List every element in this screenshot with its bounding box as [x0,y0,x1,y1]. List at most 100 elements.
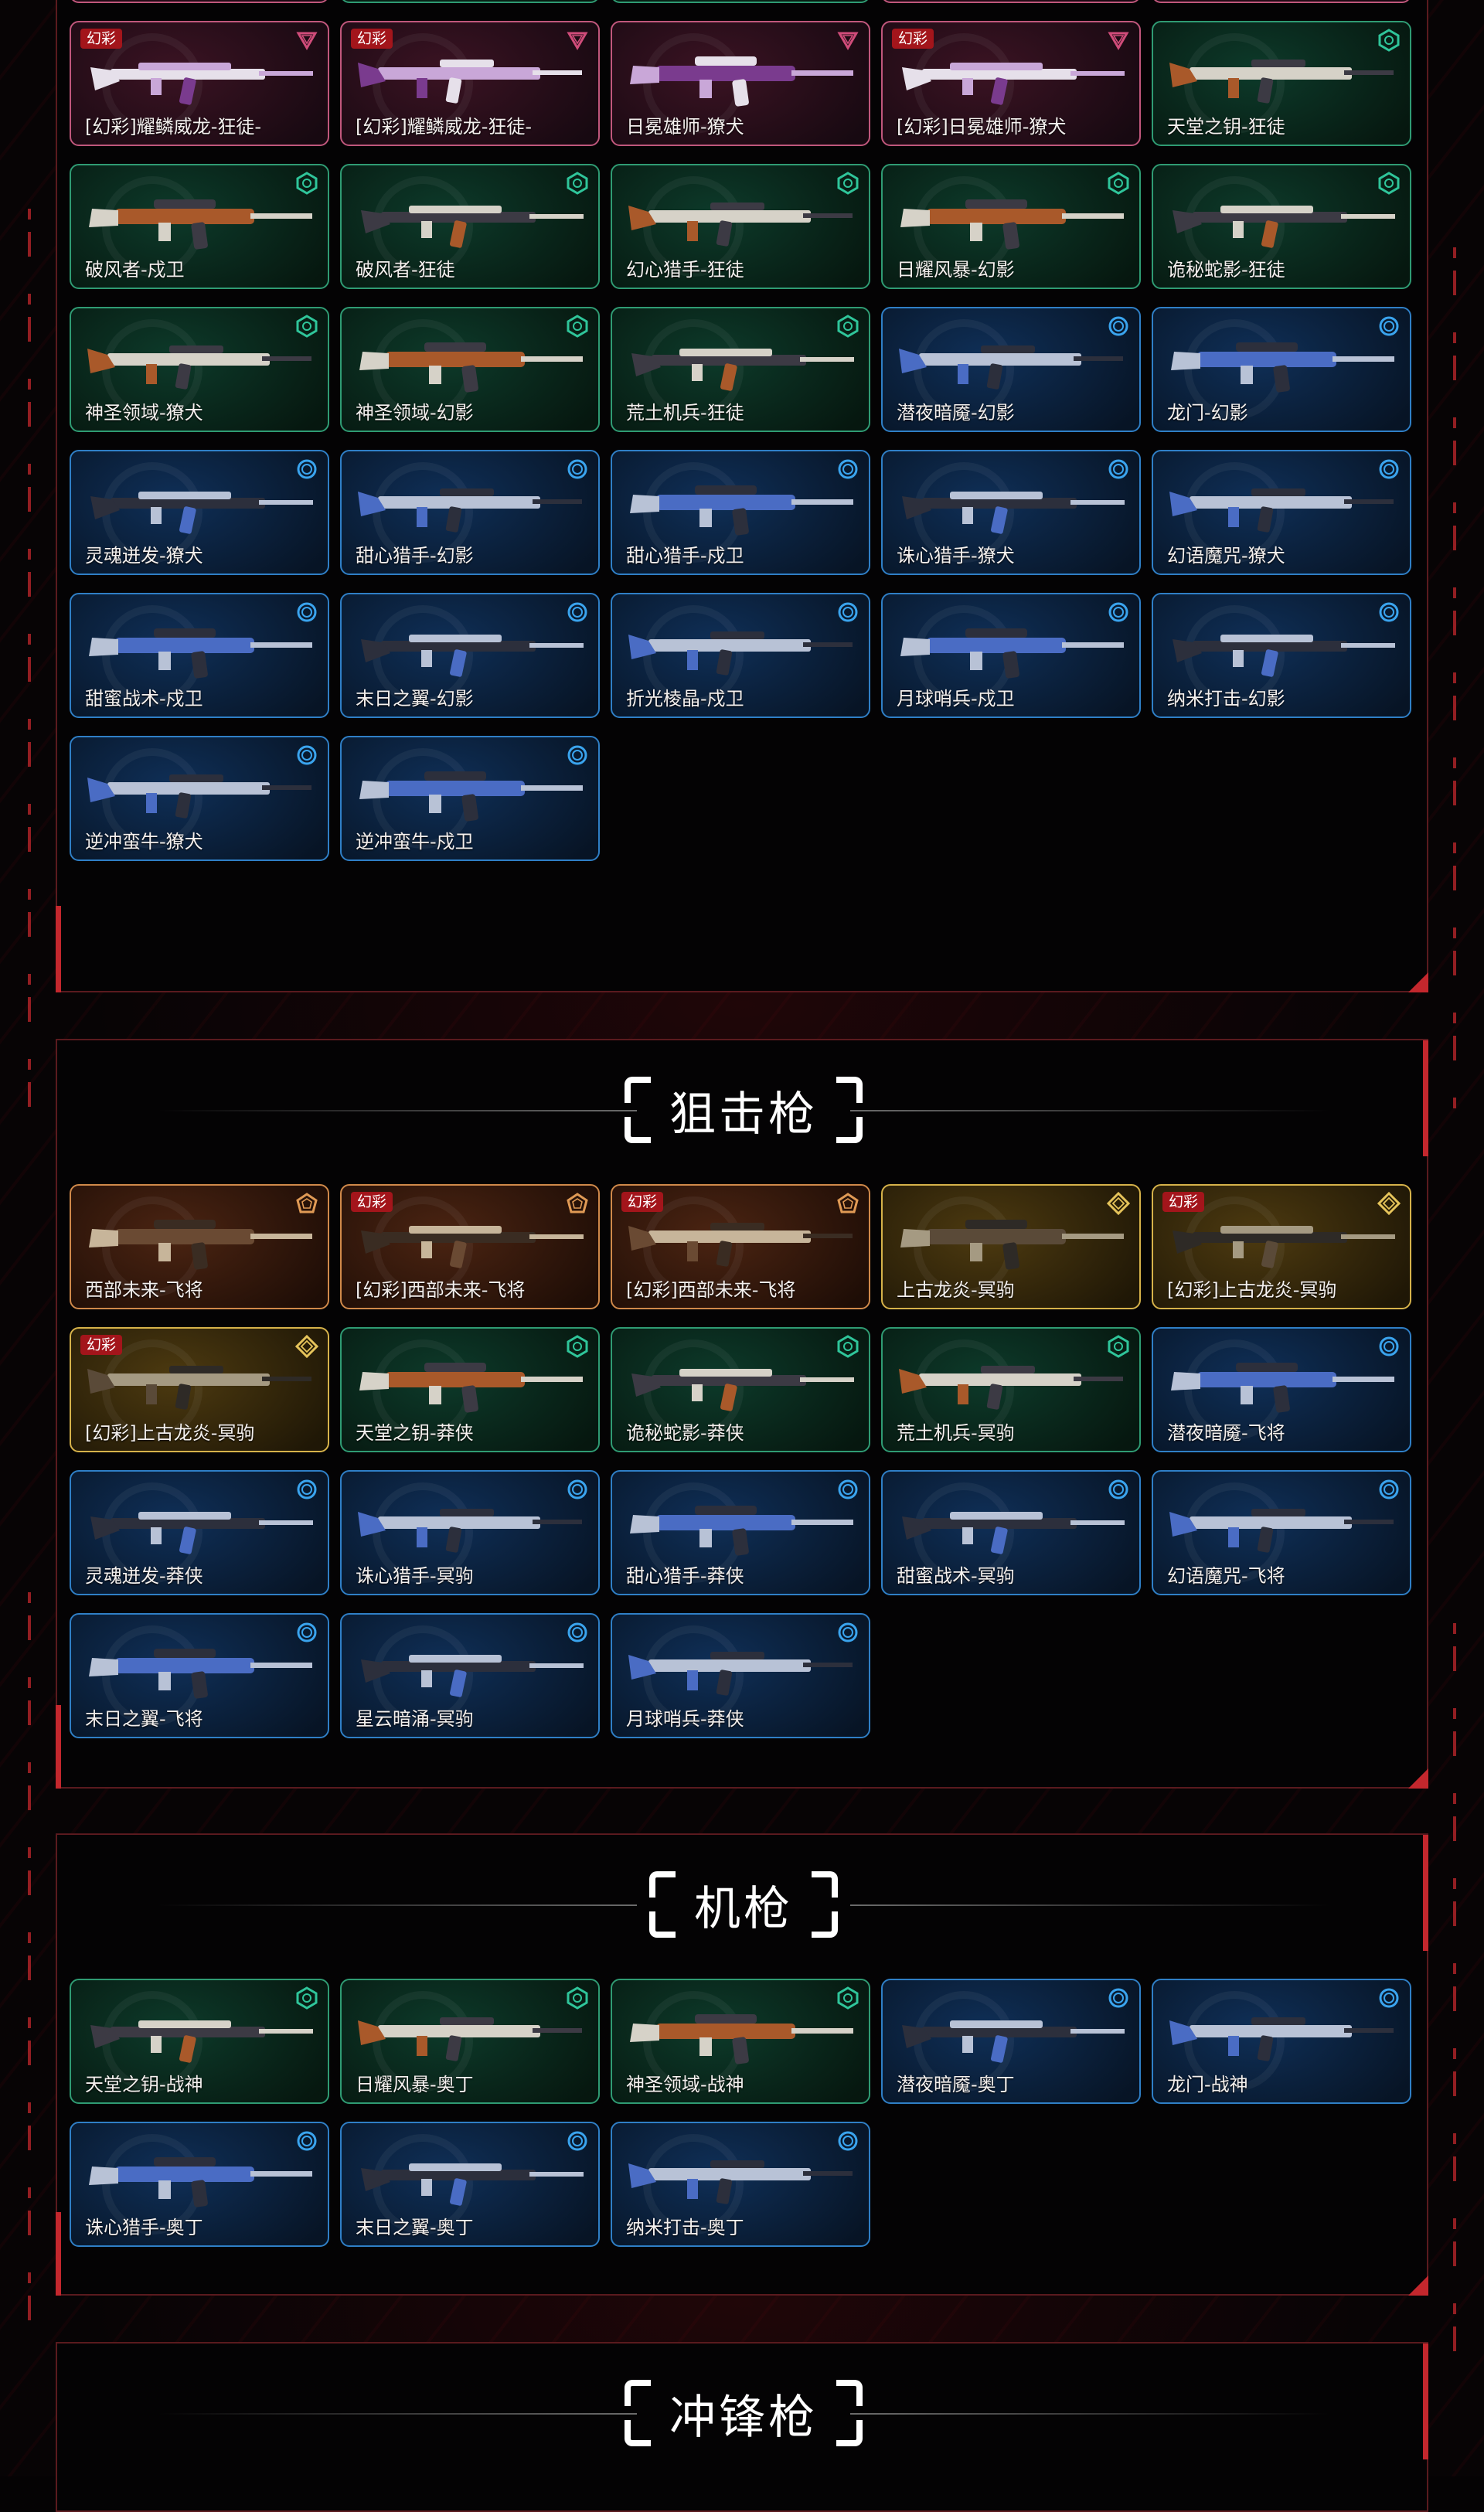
skin-card[interactable]: 日耀风暴-幻影 [881,164,1141,289]
skin-card[interactable]: 荒土机兵-冥驹 [881,1327,1141,1452]
weapon-image [630,2014,853,2064]
heading-divider-right [850,1904,1329,1906]
skin-card[interactable]: 龙门-幻影 [1152,307,1411,432]
skin-card[interactable]: 潜夜暗魇-幻影 [881,307,1141,432]
skin-card[interactable]: 纳米打击-奥丁 [611,2122,870,2247]
skin-card[interactable]: 荒土机兵-狂徒 [611,307,870,432]
circle-tier-icon [838,602,858,622]
skin-card[interactable]: 甜蜜战术-戍卫 [70,593,329,718]
skin-card[interactable]: [幻彩]盖亚的复仇-戍卫 [340,0,600,3]
heading-bracket-frame: 机枪 [649,1871,838,1938]
skin-card[interactable]: [幻彩]盖亚的复仇-戍卫 [611,0,870,3]
skin-card[interactable]: 龙门-战神 [1152,1979,1411,2104]
weapon-image [358,2017,582,2061]
skin-card[interactable]: 潜夜暗魇-奥丁 [881,1979,1141,2104]
skin-card-label: 潜夜暗魇-飞将 [1167,1422,1285,1444]
pentagon-tier-icon [567,1193,588,1213]
weapon-image [900,199,1124,250]
skin-card[interactable]: 幻彩[幻彩]上古龙炎-冥驹 [1152,1184,1411,1309]
skin-card[interactable]: 天堂之钥-战神 [70,1979,329,2104]
skin-card[interactable]: 末日之翼-幻影 [340,593,600,718]
skin-card[interactable]: 折光棱晶-戍卫 [611,593,870,718]
skin-card[interactable]: 天堂之钥-莽侠 [340,1327,600,1452]
circle-tier-icon [1379,1988,1399,2008]
skin-card-label: 月球哨兵-莽侠 [626,1708,744,1730]
skin-card[interactable]: 潜夜暗魇-飞将 [1152,1327,1411,1452]
skin-card[interactable]: 破风者-戍卫 [70,164,329,289]
skin-card[interactable]: 纳米打击-幻影 [1152,593,1411,718]
section-heading: 机枪 [57,1866,1430,1943]
weapon-image [89,1649,312,1699]
skin-card-label: 纳米打击-幻影 [1167,688,1285,710]
skin-card-label: 星云暗涌-冥驹 [356,1708,474,1730]
sniper-section-panel: 狙击枪 西部未来-飞将 幻彩[幻彩]西部未来-飞将 幻彩[幻彩]西部未来-飞将 … [56,1039,1428,1789]
skin-card[interactable]: 月球哨兵-莽侠 [611,1613,870,1738]
section-heading: 狙击枪 [57,1071,1430,1149]
weapon-image [628,631,853,676]
weapon-image [361,1655,584,1697]
skin-card[interactable]: 幻彩[幻彩]上古龙炎-冥驹 [70,1327,329,1452]
skin-card[interactable]: 幻彩[幻彩]耀鳞威龙-狂徒- [70,21,329,146]
skin-card[interactable]: 天堂之钥-狂徒 [1152,21,1411,146]
skin-card[interactable]: 末日之翼-奥丁 [340,2122,600,2247]
skin-card-label: 潜夜暗魇-奥丁 [897,2074,1015,2095]
skin-card[interactable]: 幻语魔咒-獠犬 [1152,450,1411,575]
hexagon-tier-icon [567,1335,588,1358]
skin-card[interactable]: 幻彩[幻彩]耀鳞威龙-狂徒- [340,21,600,146]
weapon-image [358,60,582,104]
hexagon-tier-icon [1378,29,1400,52]
skin-card[interactable]: 月球哨兵-戍卫 [881,593,1141,718]
skin-card[interactable]: 幻彩[幻彩]西部未来-飞将 [611,1184,870,1309]
skin-card[interactable]: 盖亚的复仇-戍卫 [70,0,329,3]
triangle-tier-icon [296,32,318,50]
skin-card[interactable]: 逆冲蛮牛-戍卫 [340,736,600,861]
skin-card[interactable]: 甜心猎手-幻影 [340,450,600,575]
skin-card[interactable]: 日冕雄师-獠犬 [611,21,870,146]
skin-card[interactable]: [幻彩]耀鳞威龙-狂徒- [1152,0,1411,3]
skin-card[interactable]: 甜蜜战术-冥驹 [881,1470,1141,1595]
weapon-image [902,492,1125,534]
skin-card-label: 天堂之钥-莽侠 [356,1422,474,1444]
hexagon-tier-icon [837,315,859,338]
skin-card[interactable]: 甜心猎手-戍卫 [611,450,870,575]
skin-card[interactable]: 灵魂迸发-莽侠 [70,1470,329,1595]
skin-card[interactable]: 诛心猎手-獠犬 [881,450,1141,575]
skin-card[interactable]: 诛心猎手-奥丁 [70,2122,329,2247]
skin-card[interactable]: 甜心猎手-莽侠 [611,1470,870,1595]
skin-card[interactable]: 诡秘蛇影-狂徒 [1152,164,1411,289]
skin-card[interactable]: 日耀风暴-奥丁 [340,1979,600,2104]
section-title: 机枪 [694,1881,793,1936]
skin-card[interactable]: 星云暗涌-冥驹 [340,1613,600,1738]
skin-card[interactable]: 西部未来-飞将 [70,1184,329,1309]
skin-card[interactable]: 诛心猎手-冥驹 [340,1470,600,1595]
chroma-badge: 幻彩 [351,1192,393,1212]
skin-card[interactable]: 神圣领域-獠犬 [70,307,329,432]
skin-card[interactable]: 灵魂迸发-獠犬 [70,450,329,575]
skin-card[interactable]: 末日之翼-飞将 [70,1613,329,1738]
skin-card[interactable]: 破风者-狂徒 [340,164,600,289]
skin-card-label: 龙门-战神 [1167,2074,1248,2095]
skin-card[interactable]: 逆冲蛮牛-獠犬 [70,736,329,861]
skin-card[interactable]: 诡秘蛇影-莽侠 [611,1327,870,1452]
skin-card[interactable]: 幻彩[幻彩]西部未来-飞将 [340,1184,600,1309]
skin-card[interactable]: 上古龙炎-冥驹 [881,1184,1141,1309]
skin-card-label: 上古龙炎-冥驹 [897,1279,1015,1301]
weapon-image [630,56,853,107]
weapon-image [902,2020,1125,2063]
skin-card[interactable]: 神圣领域-幻影 [340,307,600,432]
circle-tier-icon [297,1622,317,1642]
skin-card[interactable]: 耀鳞威龙-狂徒- [881,0,1141,3]
skin-card-label: [幻彩]上古龙炎-冥驹 [85,1422,255,1444]
skin-card-label: [幻彩]耀鳞威龙-狂徒- [356,116,533,138]
skin-card[interactable]: 幻彩[幻彩]日冕雄师-獠犬 [881,21,1141,146]
hexagon-tier-icon [296,1986,318,2010]
weapon-image [90,492,313,534]
skin-card[interactable]: 幻语魔咒-飞将 [1152,1470,1411,1595]
weapon-image [902,1512,1125,1554]
circle-tier-icon [838,1622,858,1642]
skin-card[interactable]: 神圣领域-战神 [611,1979,870,2104]
heading-divider-right [850,2413,1329,2415]
weapon-image [361,2163,584,2206]
skin-card[interactable]: 幻心猎手-狂徒 [611,164,870,289]
rifle-section-panel: 盖亚的复仇-戍卫 [幻彩]盖亚的复仇-戍卫 [幻彩]盖亚的复仇-戍卫 耀鳞威龙-… [56,0,1428,992]
